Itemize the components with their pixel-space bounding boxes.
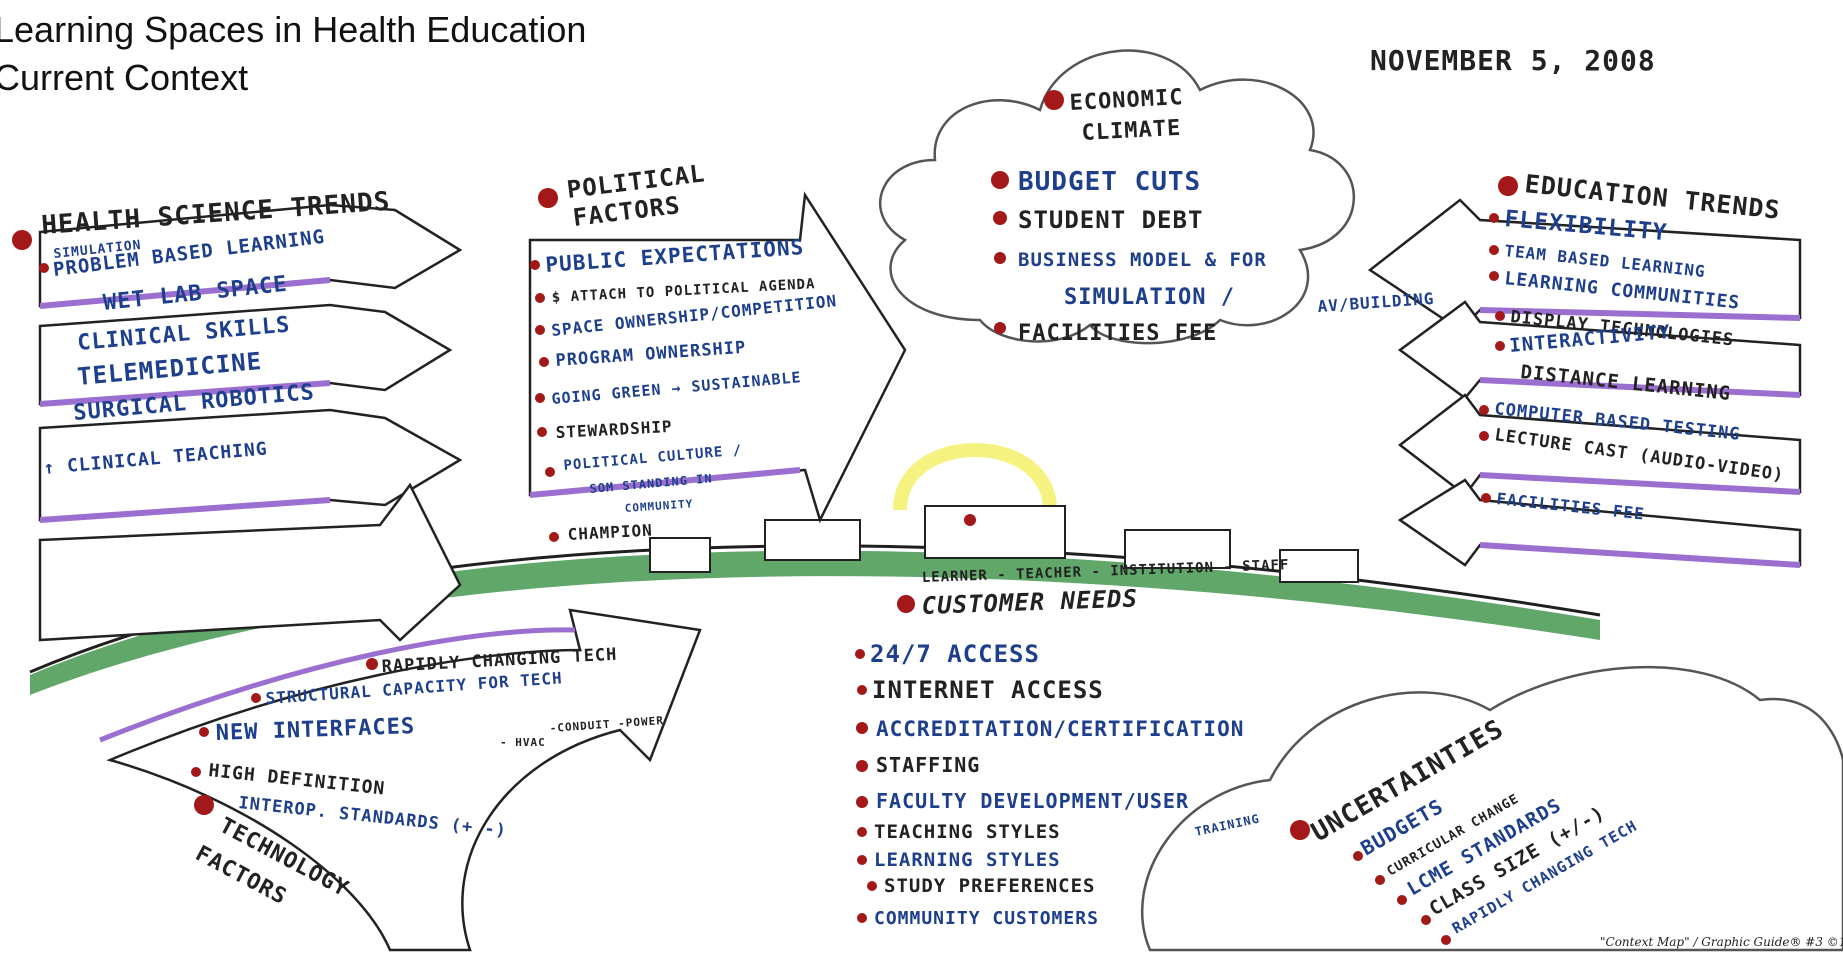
page-title-line-2: Current Context <box>0 57 249 98</box>
political-bullet <box>538 188 558 208</box>
health-trends-item-bullet <box>39 263 49 273</box>
campus-illustration <box>649 443 1359 583</box>
economic-item-3: BUSINESS MODEL & FOR <box>1018 249 1267 271</box>
building-left-mid <box>764 519 861 561</box>
building-center <box>924 505 1066 559</box>
credit-text: "Context Map" / Graphic Guide® #3 ©1996 <box>1600 935 1843 949</box>
uncertainties-bullet <box>1290 820 1310 840</box>
customer-item-5: FACULTY DEVELOPMENT/USER <box>876 789 1189 813</box>
customer-items: 24/7 ACCESS INTERNET ACCESS ACCREDITATIO… <box>855 640 1261 929</box>
education-bullet <box>1498 176 1518 196</box>
political-item-9: COMMUNITY <box>624 497 693 515</box>
customer-item-9: STUDY PREFERENCES <box>884 875 1095 897</box>
customer-item-2: INTERNET ACCESS <box>872 676 1104 704</box>
economic-title-line-1: ECONOMIC <box>1069 85 1184 116</box>
technology-item-4: - HVAC <box>500 736 546 749</box>
economic-items: BUDGET CUTS STUDENT DEBT BUSINESS MODEL … <box>991 167 1435 346</box>
building-right-mid <box>1124 529 1231 569</box>
health-trends-bullet <box>12 230 32 250</box>
economic-item-4: SIMULATION / <box>1064 285 1235 310</box>
customer-title: CUSTOMER NEEDS <box>921 584 1138 620</box>
economic-title-line-2: CLIMATE <box>1081 116 1182 146</box>
customer-item-4: STAFFING <box>876 753 980 777</box>
customer-item-7: TEACHING STYLES <box>874 821 1061 843</box>
page-title-line-1: Learning Spaces in Health Education <box>0 9 587 50</box>
building-right <box>1279 549 1359 583</box>
economic-bullet <box>1044 90 1064 110</box>
customer-bullet <box>897 595 915 613</box>
customer-item-3: ACCREDITATION/CERTIFICATION <box>876 717 1244 741</box>
customer-item-8: LEARNING STYLES <box>874 849 1061 871</box>
uncertainties-cloud <box>1140 665 1843 952</box>
building-center-bullet <box>964 514 976 526</box>
economic-item-2: STUDENT DEBT <box>1018 206 1203 234</box>
building-left <box>649 537 711 573</box>
political-arrow <box>528 191 907 524</box>
economic-cloud <box>878 49 1356 345</box>
economic-item-1: BUDGET CUTS <box>1018 167 1201 197</box>
political-item-10: CHAMPION <box>567 521 653 544</box>
economic-item-6: FACILITIES FEE <box>1018 321 1217 346</box>
technology-bullet <box>194 795 214 815</box>
customer-item-10: COMMUNITY CUSTOMERS <box>874 908 1099 929</box>
health-trends-arrows <box>38 203 463 642</box>
technology-arrow <box>99 608 702 952</box>
customer-item-1: 24/7 ACCESS <box>870 640 1040 668</box>
spotlight-glow <box>893 443 1057 511</box>
date-label: NOVEMBER 5, 2008 <box>1370 44 1656 77</box>
education-arrows <box>1367 198 1802 568</box>
economic-item-5: AV/BUILDING <box>1317 289 1435 316</box>
